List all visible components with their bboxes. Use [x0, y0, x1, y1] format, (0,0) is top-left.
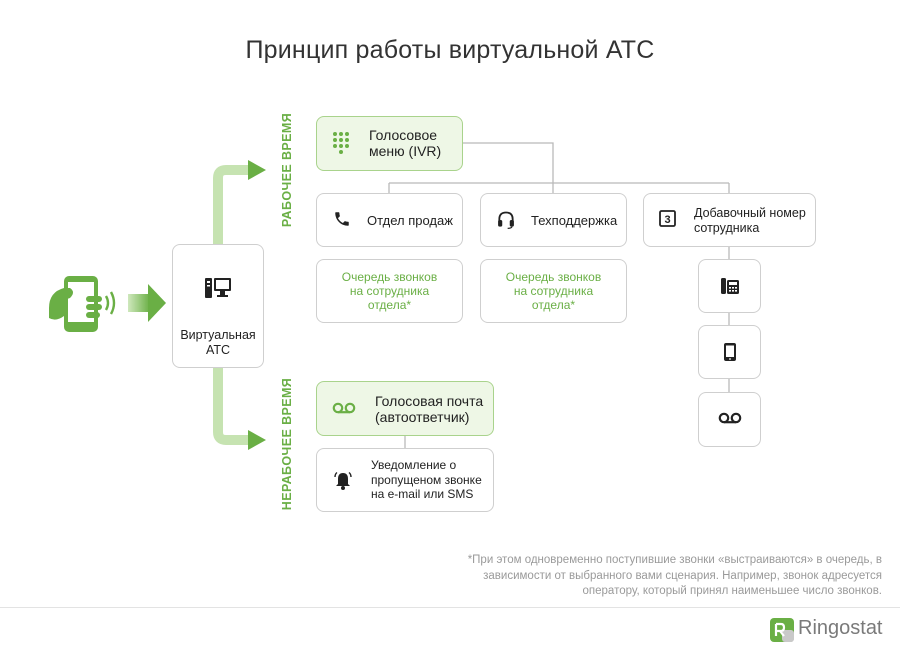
extension-number-box: [643, 193, 816, 247]
extension-voicemail-box: [698, 392, 761, 447]
queue-sales-label: Очередь звонков на сотрудника отдела*: [316, 270, 463, 312]
virtual-pbx-box: [172, 244, 264, 368]
voicemail-icon: [718, 412, 742, 424]
mobile-phone-box: [698, 325, 761, 379]
footer-divider: [0, 607, 900, 608]
extension-number-icon-digit: 3: [664, 214, 670, 226]
ivr-label: Голосовое меню (IVR): [369, 127, 441, 159]
voicemail-label-line2: (автоответчик): [375, 409, 470, 425]
queue-sales-box: [316, 259, 463, 323]
queue-support-box: [480, 259, 627, 323]
work-time-label: РАБОЧЕЕ ВРЕМЯ: [280, 112, 294, 228]
footnote: *При этом одновременно поступившие звонк…: [442, 553, 882, 600]
off-time-arrow: [213, 368, 266, 450]
notification-label: Уведомление о пропущеном звонке на e-mai…: [371, 458, 482, 502]
footnote-line2: зависимости от выбранного вами сценария.…: [483, 569, 882, 582]
dialpad-icon: [333, 132, 349, 154]
brand-name: Ringostat: [798, 617, 883, 639]
footnote-line3: оператору, который принял наименьшее чис…: [582, 585, 882, 597]
notification-label-line1: Уведомление о: [371, 458, 457, 472]
extension-number-label-line2: сотрудника: [694, 221, 760, 235]
computer-icon: [205, 278, 231, 298]
pbx-label-line2: АТС: [205, 343, 231, 357]
headset-icon: [498, 211, 514, 229]
voicemail-icon: [332, 402, 356, 414]
sales-department-label: Отдел продаж: [367, 213, 453, 228]
bell-icon: [334, 471, 352, 490]
extension-number-icon: 3: [659, 210, 676, 227]
notification-label-line2: пропущеном звонке: [371, 472, 482, 487]
queue-support-line2: на сотрудника: [513, 284, 594, 298]
ringostat-logo: [770, 618, 794, 642]
queue-sales-line2: на сотрудника: [349, 284, 430, 298]
footnote-line1: *При этом одновременно поступившие звонк…: [467, 554, 882, 566]
voicemail-label-line1: Голосовая почта: [375, 393, 484, 409]
extension-number-label-line1: Добавочный номер: [694, 206, 806, 220]
queue-support-label: Очередь звонков на сотрудника отдела*: [480, 270, 627, 312]
queue-support-line3: отдела*: [531, 298, 576, 312]
support-label: Техподдержка: [531, 213, 618, 228]
off-time-label: НЕРАБОЧЕЕ ВРЕМЯ: [280, 377, 294, 511]
missed-call-notification-box: [316, 448, 494, 512]
phone-handset-icon: [335, 212, 349, 226]
incoming-arrow: [128, 284, 166, 322]
work-time-arrow: [213, 160, 266, 244]
mobile-phone-icon: [724, 343, 736, 361]
pbx-label-line1: Виртуальная: [180, 328, 256, 342]
queue-sales-line3: отдела*: [367, 298, 412, 312]
queue-support-line1: Очередь звонков: [505, 270, 602, 284]
sales-department-box: [316, 193, 463, 247]
smartphone-hand-icon: [49, 276, 116, 332]
extension-number-label: Добавочный номер сотрудника: [694, 206, 806, 236]
ivr-label-line1: Голосовое: [369, 127, 438, 143]
pbx-label: Виртуальная АТС: [172, 328, 264, 358]
ivr-label-line2: меню (IVR): [369, 143, 442, 159]
desk-phone-icon: [721, 278, 739, 294]
notification-label-line3: на e-mail или SMS: [371, 487, 474, 501]
voicemail-label: Голосовая почта (автоответчик): [375, 393, 483, 425]
page-title: Принцип работы виртуальной АТС: [245, 36, 655, 64]
support-box: [480, 193, 627, 247]
queue-sales-line1: Очередь звонков: [341, 270, 438, 284]
ivr-tree-lines: [388, 142, 730, 448]
ivr-box: [316, 116, 463, 171]
